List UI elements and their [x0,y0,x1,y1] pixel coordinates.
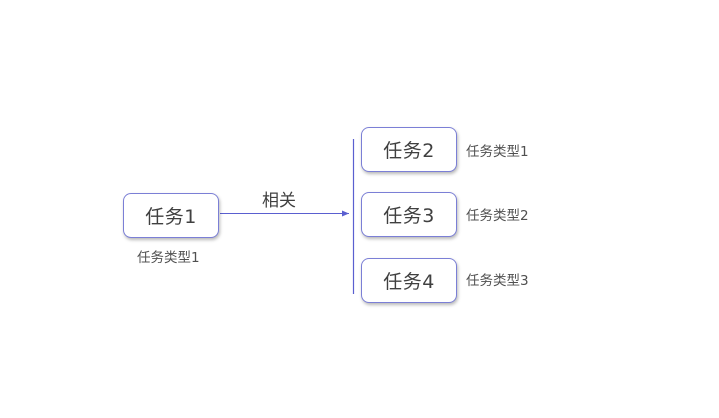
task-type-label-source: 任务类型1 [137,250,200,266]
relation-label: 相关 [262,191,296,211]
task-node-source[interactable]: 任务1 [123,193,219,238]
task-node-target-2[interactable]: 任务3 [361,192,457,237]
task-type-label-target-3: 任务类型3 [466,273,529,289]
task-type-label-target-1: 任务类型1 [466,144,529,160]
task-node-target-3[interactable]: 任务4 [361,258,457,303]
task-node-label: 任务3 [383,205,435,227]
task-node-label: 任务1 [145,206,197,228]
task-node-target-1[interactable]: 任务2 [361,127,457,172]
task-node-label: 任务4 [383,271,435,293]
task-type-label-target-2: 任务类型2 [466,208,529,224]
task-node-label: 任务2 [383,140,435,162]
